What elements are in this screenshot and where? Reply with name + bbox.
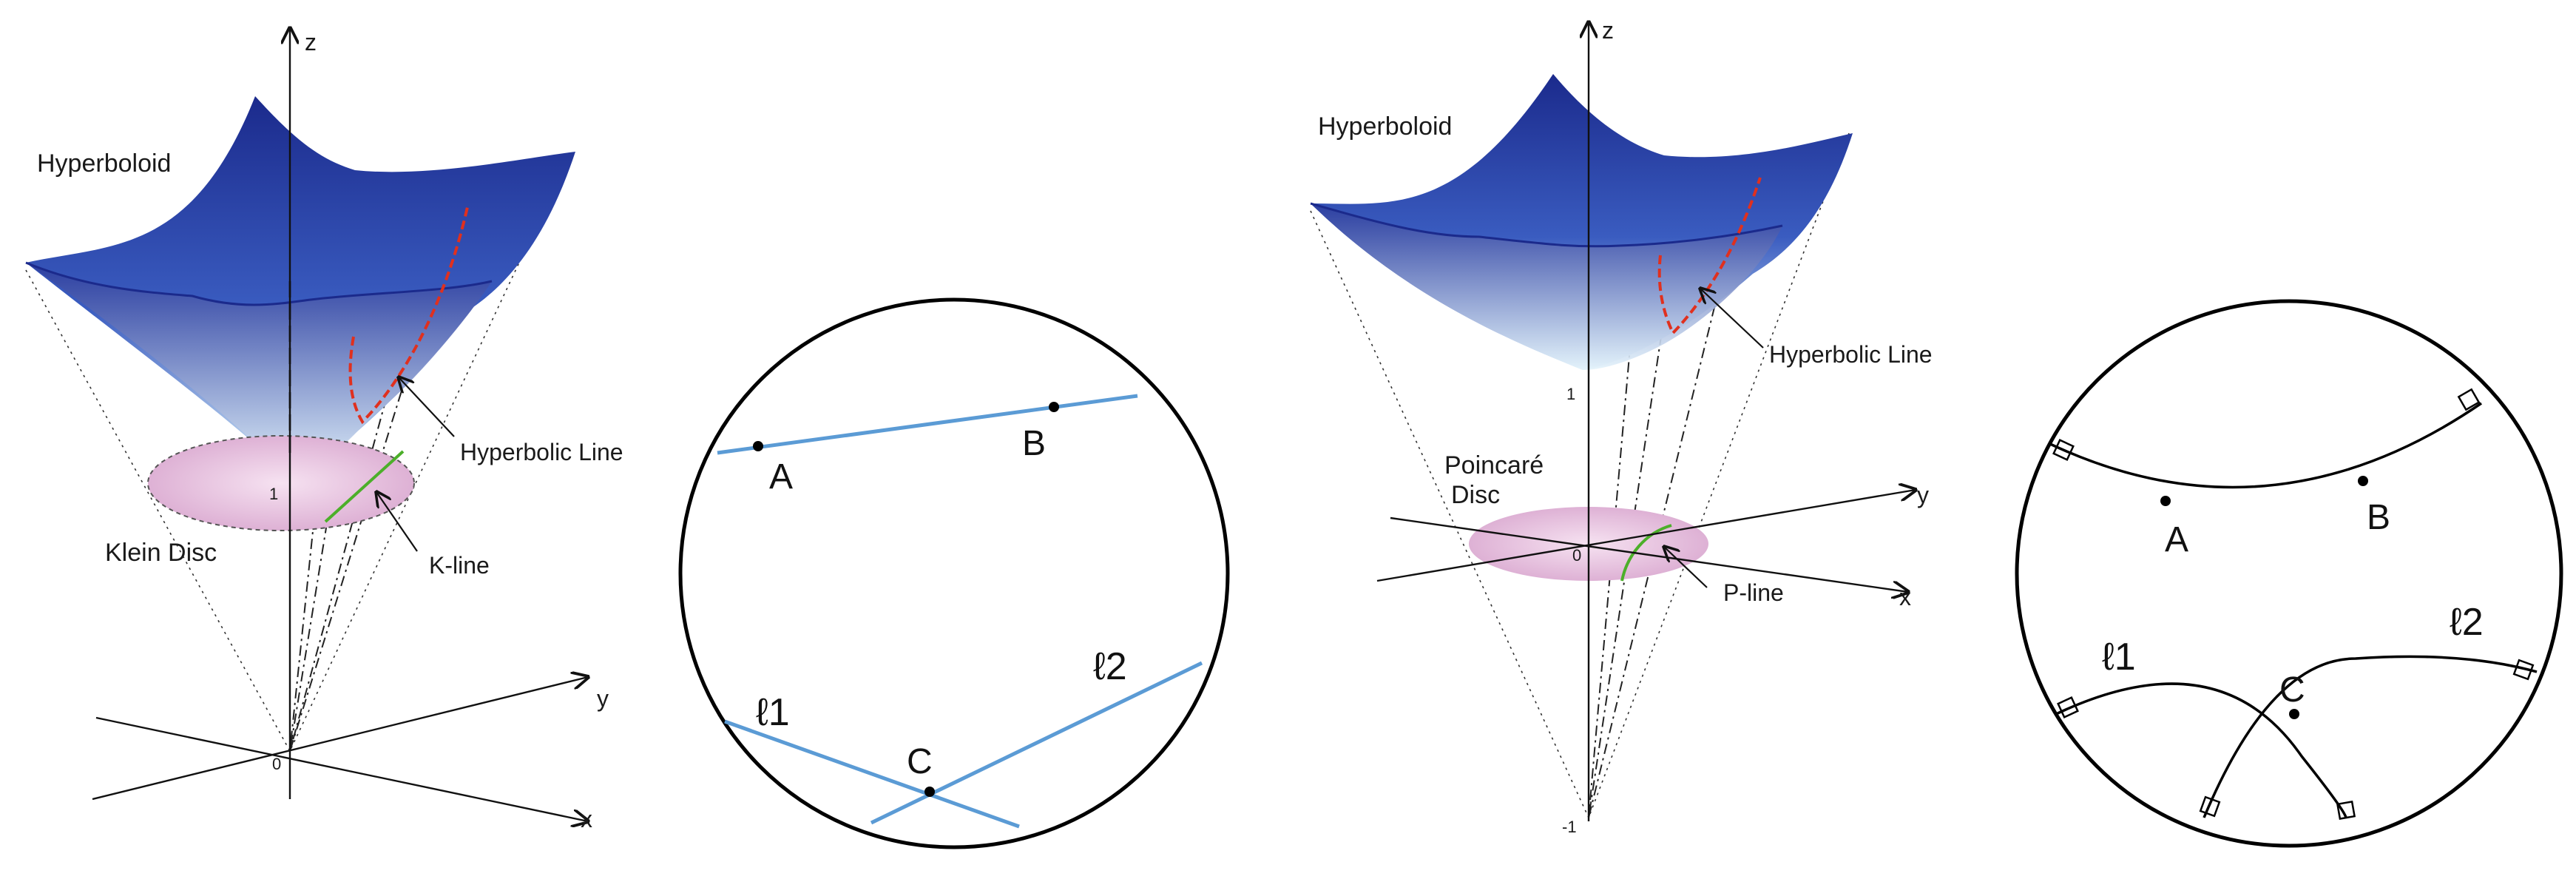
klein-origin-label: 0 <box>272 755 281 773</box>
poincare-label-a: A <box>2165 520 2188 559</box>
klein-line-l2 <box>870 661 1203 825</box>
klein-label-l2: ℓ2 <box>1093 645 1127 688</box>
klein-k-line-label: K-line <box>429 552 490 579</box>
poincare-disc-diagram: A B C ℓ1 ℓ2 <box>2015 299 2563 848</box>
poincare-model-panel: Hyperboloid Hyperbolic Line Poincaré Dis… <box>1310 15 1933 836</box>
poincare-point-b <box>2358 476 2368 486</box>
klein-k-line <box>324 450 405 523</box>
klein-point-c <box>924 787 935 797</box>
poincare-hyperbolic-line-label: Hyperbolic Line <box>1769 341 1933 368</box>
poincare-point-c <box>2289 709 2299 719</box>
poincare-disc-label-line2: Disc <box>1451 481 1500 509</box>
poincare-label-l1: ℓ1 <box>2102 636 2136 679</box>
klein-label-b: B <box>1022 424 1046 463</box>
poincare-origin-label: 0 <box>1572 546 1581 565</box>
klein-line-l1 <box>724 719 1020 829</box>
klein-disc-ellipse <box>148 436 414 531</box>
klein-axes <box>92 28 588 821</box>
poincare-line-l1 <box>2054 682 2347 818</box>
poincare-line-l2 <box>2203 655 2538 818</box>
klein-hyperboloid-surface <box>25 96 575 481</box>
poincare-hyperboloid-surface <box>1310 74 1853 370</box>
klein-label-a: A <box>769 457 793 496</box>
poincare-vertex-label: 1 <box>1566 385 1575 403</box>
poincare-boundary-circle <box>2015 299 2563 848</box>
klein-disc-diagram: A B C ℓ1 ℓ2 <box>678 297 1230 849</box>
poincare-label-c: C <box>2279 670 2305 710</box>
klein-line-ab <box>717 394 1138 455</box>
klein-label-l1: ℓ1 <box>756 691 790 734</box>
poincare-label-l2: ℓ2 <box>2450 601 2484 644</box>
poincare-p-line-label: P-line <box>1723 579 1784 606</box>
poincare-hyperboloid-label: Hyperboloid <box>1318 112 1452 141</box>
poincare-x-axis-label: x <box>1899 584 1911 610</box>
klein-hyperboloid-label: Hyperboloid <box>37 149 171 178</box>
poincare-axes <box>1376 15 1916 821</box>
klein-vertex-label: 1 <box>269 485 278 503</box>
klein-label-c: C <box>907 742 933 781</box>
poincare-line-ab <box>2049 402 2482 489</box>
klein-hyperbolic-line-label: Hyperbolic Line <box>460 439 623 465</box>
poincare-hyperbolic-line <box>1657 177 1762 336</box>
poincare-label-b: B <box>2367 498 2390 537</box>
klein-hyperbolic-line <box>348 206 469 425</box>
klein-disc-label: Klein Disc <box>105 539 217 567</box>
klein-model-panel: Hyperboloid Hyperbolic Line Klein Disc K… <box>25 28 623 832</box>
poincare-z-axis-label: z <box>1602 17 1614 44</box>
poincare-point-a <box>2160 496 2171 506</box>
klein-y-axis-label: y <box>597 685 609 712</box>
klein-x-axis-label: x <box>581 806 592 832</box>
poincare-y-axis-label: y <box>1917 482 1929 508</box>
poincare-disc-label-line1: Poincaré <box>1444 451 1544 479</box>
klein-z-axis-label: z <box>305 29 317 55</box>
klein-point-a <box>753 441 763 451</box>
klein-point-b <box>1049 402 1059 412</box>
klein-boundary-circle <box>678 297 1230 849</box>
poincare-projection-point-label: -1 <box>1562 818 1577 836</box>
poincare-p-line <box>1620 524 1672 582</box>
